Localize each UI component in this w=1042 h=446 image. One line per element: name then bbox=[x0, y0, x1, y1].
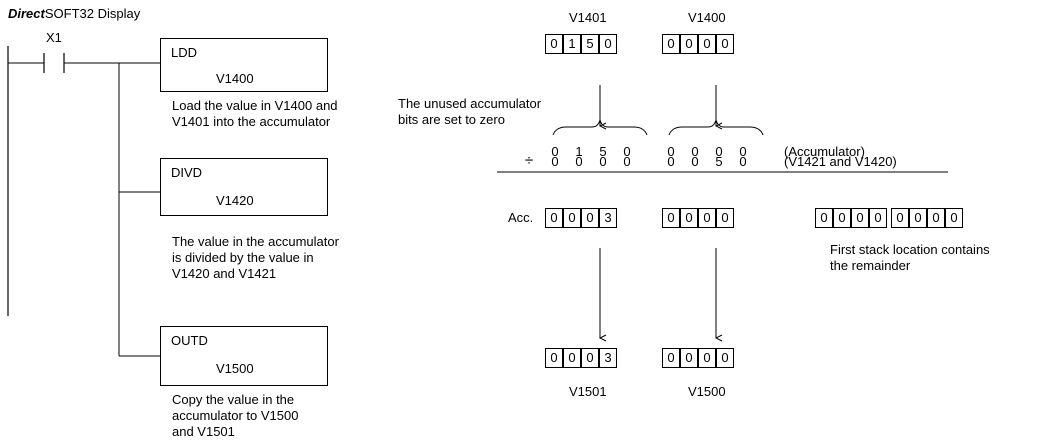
divisor-label: (V1421 and V1420) bbox=[784, 154, 897, 169]
contact-label: X1 bbox=[46, 30, 62, 45]
digit-cell: 0 bbox=[545, 34, 563, 54]
digit-cell: 0 bbox=[945, 208, 963, 228]
acc-digit: 0 bbox=[623, 144, 631, 159]
div-digit: 0 bbox=[551, 154, 559, 169]
display-title: DirectSOFT32 Display bbox=[8, 6, 140, 22]
brand-bold: Direct bbox=[8, 6, 45, 21]
digit-cell: 0 bbox=[716, 208, 734, 228]
brand-rest: SOFT32 Display bbox=[44, 6, 141, 21]
register-label-v1500: V1500 bbox=[688, 384, 726, 399]
stack-note: First stack location contains the remain… bbox=[830, 242, 990, 273]
digit-cell: 0 bbox=[680, 208, 698, 228]
outd-description: Copy the value in the accumulator to V15… bbox=[172, 392, 299, 439]
digit-cell: 0 bbox=[698, 208, 716, 228]
ldd-block: LDD V1400 bbox=[160, 38, 328, 92]
acc-label: Acc. bbox=[508, 210, 534, 225]
div-digit: 0 bbox=[599, 154, 607, 169]
digit-cell: 0 bbox=[599, 34, 617, 54]
unused-bits-note: The unused accumulator bits are set to z… bbox=[398, 96, 542, 127]
div-digit: 5 bbox=[715, 154, 723, 169]
digit-cell: 0 bbox=[662, 208, 680, 228]
block-addr: V1500 bbox=[216, 361, 254, 376]
digit-cell: 0 bbox=[680, 348, 698, 368]
acc-digit: 0 bbox=[691, 144, 699, 159]
digit-cell: 3 bbox=[599, 348, 617, 368]
acc-digit: 1 bbox=[575, 144, 583, 159]
div-digit: 0 bbox=[575, 154, 583, 169]
digit-cell: 0 bbox=[716, 348, 734, 368]
digit-cell: 0 bbox=[581, 348, 599, 368]
digit-cell: 0 bbox=[851, 208, 869, 228]
block-op: OUTD bbox=[171, 333, 208, 348]
digit-cell: 0 bbox=[680, 34, 698, 54]
digit-cell: 0 bbox=[909, 208, 927, 228]
acc-digit: 0 bbox=[715, 144, 723, 159]
digit-cell: 0 bbox=[716, 34, 734, 54]
acc-digit: 0 bbox=[551, 144, 559, 159]
digit-cell: 0 bbox=[662, 348, 680, 368]
acc-digit: 0 bbox=[667, 144, 675, 159]
block-addr: V1400 bbox=[216, 71, 254, 86]
digit-cell: 0 bbox=[927, 208, 945, 228]
divd-block: DIVD V1420 bbox=[160, 158, 328, 216]
digit-cell: 0 bbox=[698, 34, 716, 54]
digit-cell: 0 bbox=[698, 348, 716, 368]
divd-description: The value in the accumulator is divided … bbox=[172, 234, 339, 281]
div-digit: 0 bbox=[691, 154, 699, 169]
digit-cell: 0 bbox=[891, 208, 909, 228]
register-label-v1501: V1501 bbox=[569, 384, 607, 399]
digit-cell: 0 bbox=[545, 348, 563, 368]
digit-cell: 0 bbox=[815, 208, 833, 228]
digit-cell: 0 bbox=[833, 208, 851, 228]
digit-cell: 0 bbox=[563, 208, 581, 228]
div-digit: 0 bbox=[739, 154, 747, 169]
digit-cell: 0 bbox=[581, 208, 599, 228]
divide-symbol: ÷ bbox=[524, 152, 534, 169]
acc-digit: 5 bbox=[599, 144, 607, 159]
div-digit: 0 bbox=[667, 154, 675, 169]
brace-lower-word bbox=[668, 118, 764, 136]
digit-cell: 0 bbox=[869, 208, 887, 228]
digit-cell: 1 bbox=[563, 34, 581, 54]
accumulator-label: (Accumulator) bbox=[784, 144, 865, 159]
digit-cell: 5 bbox=[581, 34, 599, 54]
brace-upper-word bbox=[552, 118, 648, 136]
block-op: DIVD bbox=[171, 165, 203, 180]
digit-cell: 0 bbox=[662, 34, 680, 54]
ldd-description: Load the value in V1400 and V1401 into t… bbox=[172, 98, 338, 129]
register-label-v1401: V1401 bbox=[569, 10, 607, 25]
digit-cell: 0 bbox=[545, 208, 563, 228]
register-label-v1400: V1400 bbox=[688, 10, 726, 25]
outd-block: OUTD V1500 bbox=[160, 326, 328, 386]
block-addr: V1420 bbox=[216, 193, 254, 208]
acc-digit: 0 bbox=[739, 144, 747, 159]
block-op: LDD bbox=[171, 45, 198, 60]
digit-cell: 0 bbox=[563, 348, 581, 368]
digit-cell: 3 bbox=[599, 208, 617, 228]
div-digit: 0 bbox=[623, 154, 631, 169]
